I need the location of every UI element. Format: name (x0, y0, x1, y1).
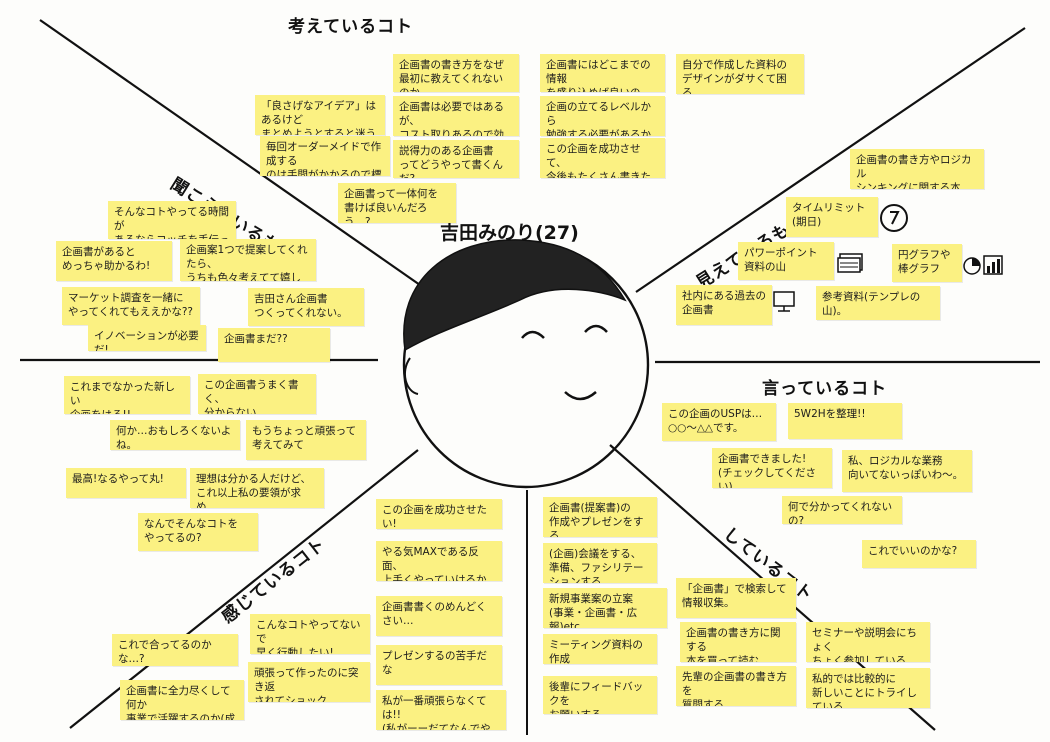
chart-icon (963, 255, 1003, 275)
do-note: 後輩にフィードバックを お願いする。 (543, 676, 657, 714)
feel-note: 最高!なるやって丸! (66, 468, 186, 498)
hear-note: 企画案1つで提案してくれたら、 うちも色々考えてて嬉しい!? (180, 239, 316, 281)
see-note: 円グラフや 棒グラフ (892, 244, 962, 282)
say-note: この企画のUSPは… ○○～△△です。 (662, 403, 776, 441)
heading-think: 考えているコト (288, 17, 414, 37)
feel-note: やる気MAXである反面、 上手くやっていけるか心配… (376, 541, 502, 581)
feel-note: 企画書に全力尽くして何か 事業で活躍するのか(成功できるかな) (120, 680, 244, 720)
feel-note: なんでそんなコトを やってるの? (138, 513, 258, 551)
see-note: 参考資料(テンプレの山)。 (816, 286, 940, 320)
do-note: 企画書(提案書)の 作成やプレゼンをする。 (543, 497, 657, 537)
feel-note: 何か…おもしろくないよね。 (110, 420, 240, 450)
feel-note: これで合ってるのかな…? (112, 634, 238, 666)
face (402, 239, 650, 489)
see-note: 企画書の書き方やロジカル シンキングに関する本。 (850, 149, 984, 189)
say-note: 私、ロジカルな業務 向いてないっぽいわ～。 (842, 450, 972, 492)
think-note: 企画書にはどこまでの情報 を盛り込めば良いのか。 (540, 54, 665, 92)
feel-note: 企画書書くのめんどくさい… (376, 596, 502, 636)
think-note: 毎回オーダーメイドで作成する のは手間がかかるので標準化したい。 (260, 136, 390, 176)
ear (403, 357, 419, 395)
do-note: 新規事業案の立案 (事業・企画書・広報)etc (543, 588, 667, 628)
feel-note: これまでなかった新しい 企画をはる!! (64, 376, 190, 414)
think-note: 企画書って一体何を 書けば良いんだろう…? (338, 183, 456, 223)
clock-icon (880, 204, 908, 232)
see-note: タイムリミット (期日) (786, 197, 878, 237)
hear-note: 吉田さん企画書 つくってくれない。 (248, 288, 364, 326)
persona-name: 吉田みのり(27) (440, 222, 579, 244)
think-note: 企画書の書き方をなぜ 最初に教えてくれないのか。 (393, 54, 519, 92)
right-eye (584, 324, 608, 333)
see-note: 社内にある過去の 企画書 (676, 285, 772, 325)
feel-note: 私が一番頑張らなくては!! (私がーーだてなんでやる…) (376, 690, 506, 730)
think-note: 自分で作成した資料の デザインがダサくて困る。 (676, 54, 804, 94)
feel-note: プレゼンするの苦手だな (376, 645, 502, 685)
see-note: パワーポイント 資料の山 (738, 242, 834, 280)
feel-note: 理想は分かる人だけど、 これ以上私の要領が求め… (190, 468, 324, 508)
feel-note: こんなコトやってないで 早く行動したい! (250, 614, 370, 654)
say-note: 何で分かってくれないの? (782, 496, 902, 524)
think-note: 企画書は必要ではあるが、 コスト取りあるので効率化したい。 (393, 96, 519, 136)
hear-note: イノベーションが必要だ! (88, 325, 206, 351)
paper-stack-icon (837, 253, 863, 273)
feel-note: この企画書うまく書く、 分からない… (198, 374, 316, 414)
do-note: 「企画書」で検索して 情報収集。 (676, 578, 796, 618)
do-note: ミーティング資料の作成 (543, 634, 657, 664)
feel-note: この企画を成功させたい! (376, 499, 502, 529)
feel-note: もうちょっと頑張って 考えてみて (246, 420, 366, 460)
do-note: 先輩の企画書の書き方を 質問する。 (676, 666, 796, 706)
think-note: この企画を成功させて、 今後もたくさん書きたい。 (540, 138, 665, 178)
say-note: 企画書できました! (チェックしてください) (712, 448, 832, 488)
do-note: (企画)会議をする、 準備、ファシリテーションする (543, 543, 657, 583)
hear-note: 企画書があると めっちゃ助かるわ! (56, 241, 172, 281)
do-note: セミナーや説明会にちょく ちょく参加している。 (806, 622, 930, 662)
heading-say: 言っているコト (762, 379, 888, 399)
feel-note: 頑張って作ったのに突き返 されてショック……。 (248, 662, 370, 702)
hear-note: マーケット調査を一緒に やってくれてもええかな?? (62, 287, 200, 325)
mouth (564, 391, 597, 401)
say-note: 5W2Hを整理!! (788, 403, 902, 439)
hear-note: 企画書まだ?? (218, 328, 330, 362)
divider-top-right (635, 27, 1026, 293)
think-note: 企画の立てるレベルから 勉強する必要があるかも (540, 96, 665, 136)
say-note: これでいいのかな? (862, 540, 976, 568)
hair (403, 239, 627, 352)
monitor-icon (773, 291, 795, 312)
do-note: 企画書の書き方に関する 本を買って読む (680, 622, 796, 662)
think-note: 「良さげなアイデア」はあるけど まとめようとすると迷うかに気づく。 (255, 95, 385, 135)
hear-note: そんなコトやってる時間が あるならコッチを手伝ってよ… (108, 201, 236, 239)
think-note: 説得力のある企画書 ってどうやって書くんだ? (393, 140, 519, 178)
divider-top-left (39, 19, 421, 286)
do-note: 私的では比較的に 新しいことにトライしている。 (806, 668, 930, 708)
left-eye (521, 330, 545, 339)
